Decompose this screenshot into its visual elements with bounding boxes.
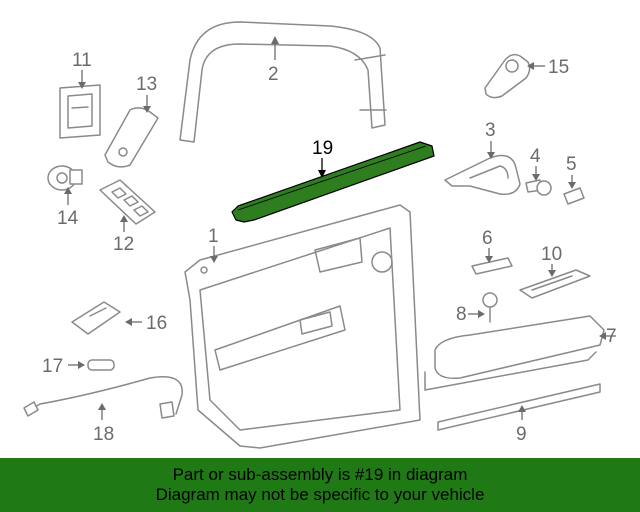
part-9-lower-molding[interactable]: [437, 383, 601, 431]
part-2-weatherstrip[interactable]: [179, 21, 387, 143]
callout-label-15: 15: [548, 57, 569, 78]
callout-label-1: 1: [208, 226, 219, 247]
part-16-switch-module[interactable]: [71, 301, 121, 335]
part-18-wiring[interactable]: [23, 376, 183, 419]
part-10-bezel[interactable]: [519, 269, 591, 299]
callout-2: 2: [268, 36, 279, 85]
callout-3: 3: [485, 120, 496, 159]
callout-7: 7: [599, 326, 617, 347]
callout-label-16: 16: [146, 313, 167, 334]
callout-8: 8: [456, 304, 485, 325]
part-3-inside-handle[interactable]: [444, 154, 521, 196]
callout-1: 1: [208, 226, 219, 263]
callout-14: 14: [57, 187, 79, 229]
callout-label-6: 6: [482, 228, 493, 249]
part-4-screw[interactable]: [525, 179, 552, 196]
callout-10: 10: [541, 244, 562, 277]
callout-5: 5: [566, 154, 577, 189]
callout-label-7: 7: [606, 326, 617, 347]
callout-label-14: 14: [57, 208, 79, 229]
callout-4: 4: [530, 146, 541, 181]
banner-line-1: Part or sub-assembly is #19 in diagram: [172, 465, 468, 484]
part-12-window-switch[interactable]: [99, 179, 156, 225]
part-17-bulb[interactable]: [87, 359, 115, 371]
part-19-belt-molding[interactable]: [231, 141, 435, 223]
part-13-switch[interactable]: [104, 107, 159, 168]
part-8-push-pin[interactable]: [482, 292, 498, 323]
callout-label-17: 17: [42, 356, 63, 377]
callout-label-18: 18: [93, 424, 114, 445]
callout-16: 16: [125, 313, 167, 334]
callout-label-8: 8: [456, 304, 467, 325]
callout-label-4: 4: [530, 146, 541, 167]
part-5-cap[interactable]: [563, 187, 585, 205]
callout-label-5: 5: [566, 154, 577, 175]
callout-15: 15: [527, 57, 569, 78]
callout-6: 6: [482, 228, 493, 263]
callout-label-11: 11: [72, 50, 92, 71]
parts-diagram: 2 11 13 14 12: [23, 21, 617, 449]
banner-line-2: Diagram may not be specific to your vehi…: [155, 485, 485, 504]
callout-label-13: 13: [136, 74, 157, 95]
callout-17: 17: [42, 356, 85, 377]
part-11-switch-bezel[interactable]: [59, 84, 101, 139]
callout-label-9: 9: [516, 424, 527, 445]
callout-18: 18: [93, 403, 114, 445]
part-7-armrest[interactable]: [424, 315, 605, 391]
callout-9: 9: [516, 405, 527, 445]
part-6-bracket[interactable]: [471, 257, 513, 275]
callout-11: 11: [72, 50, 92, 89]
callout-label-2: 2: [268, 64, 279, 85]
callout-label-12: 12: [113, 234, 134, 255]
callout-12: 12: [113, 215, 134, 255]
part-14-lock-cylinder[interactable]: [47, 165, 83, 191]
callout-label-10: 10: [541, 244, 562, 265]
part-15-pin[interactable]: [484, 53, 531, 99]
callout-13: 13: [136, 74, 157, 113]
part-1-door-trim-panel[interactable]: [184, 204, 421, 449]
callout-label-19: 19: [312, 138, 333, 159]
info-banner: Part or sub-assembly is #19 in diagram D…: [0, 458, 640, 512]
callout-19: 19: [312, 138, 333, 178]
callout-label-3: 3: [485, 120, 496, 141]
